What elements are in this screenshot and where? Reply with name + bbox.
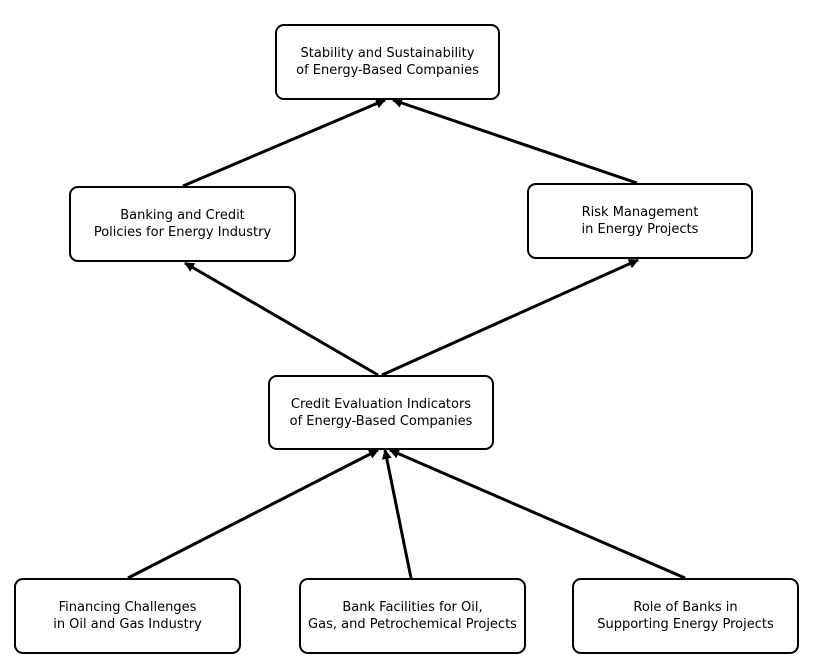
node-credit-line2: of Energy-Based Companies [289, 413, 473, 429]
edges-layer [127, 98, 686, 580]
edge-risk-to-stability [392, 98, 638, 185]
node-credit-label: Credit Evaluation Indicators of Energy-B… [290, 396, 473, 430]
node-stability-line2: of Energy-Based Companies [296, 63, 479, 78]
node-risk-line1: Risk Management [581, 205, 699, 220]
node-financing-line1: Financing Challenges [58, 600, 197, 615]
node-role: Role of Banks in Supporting Energy Proje… [572, 578, 799, 654]
node-stability-label: Stability and Sustainability of Energy-B… [296, 45, 479, 79]
node-facilities-label: Bank Facilities for Oil, Gas, and Petroc… [308, 599, 517, 633]
edge-credit-to-risk [381, 258, 639, 377]
node-credit-line1: Credit Evaluation Indicators [290, 396, 472, 412]
edge-credit-to-banking [184, 261, 379, 377]
node-role-line1: Role of Banks in [633, 600, 738, 615]
edge-facilities-to-credit [381, 449, 413, 579]
node-facilities-line1: Bank Facilities for Oil, [342, 600, 483, 615]
node-role-line2: Supporting Energy Projects [597, 617, 774, 632]
node-banking-line2: Policies for Energy Industry [93, 225, 272, 240]
node-facilities: Bank Facilities for Oil, Gas, and Petroc… [299, 578, 526, 654]
node-credit: Credit Evaluation Indicators of Energy-B… [268, 375, 494, 450]
edge-banking-to-stability [182, 98, 386, 188]
node-financing: Financing Challenges in Oil and Gas Indu… [14, 578, 241, 654]
node-stability: Stability and Sustainability of Energy-B… [275, 24, 500, 100]
node-banking-line1: Banking and Credit [120, 208, 245, 223]
node-risk-line2: in Energy Projects [581, 222, 699, 237]
node-stability-line1: Stability and Sustainability [300, 46, 475, 61]
node-risk: Risk Management in Energy Projects [527, 183, 753, 259]
node-role-label: Role of Banks in Supporting Energy Proje… [597, 599, 774, 633]
node-financing-line2: in Oil and Gas Industry [53, 617, 202, 632]
edge-role-to-credit [389, 448, 686, 580]
node-banking: Banking and Credit Policies for Energy I… [69, 186, 296, 262]
node-financing-label: Financing Challenges in Oil and Gas Indu… [53, 599, 202, 633]
node-risk-label: Risk Management in Energy Projects [582, 204, 699, 238]
node-banking-label: Banking and Credit Policies for Energy I… [94, 207, 271, 241]
edge-financing-to-credit [127, 448, 379, 580]
node-facilities-line2: Gas, and Petrochemical Projects [308, 617, 517, 632]
